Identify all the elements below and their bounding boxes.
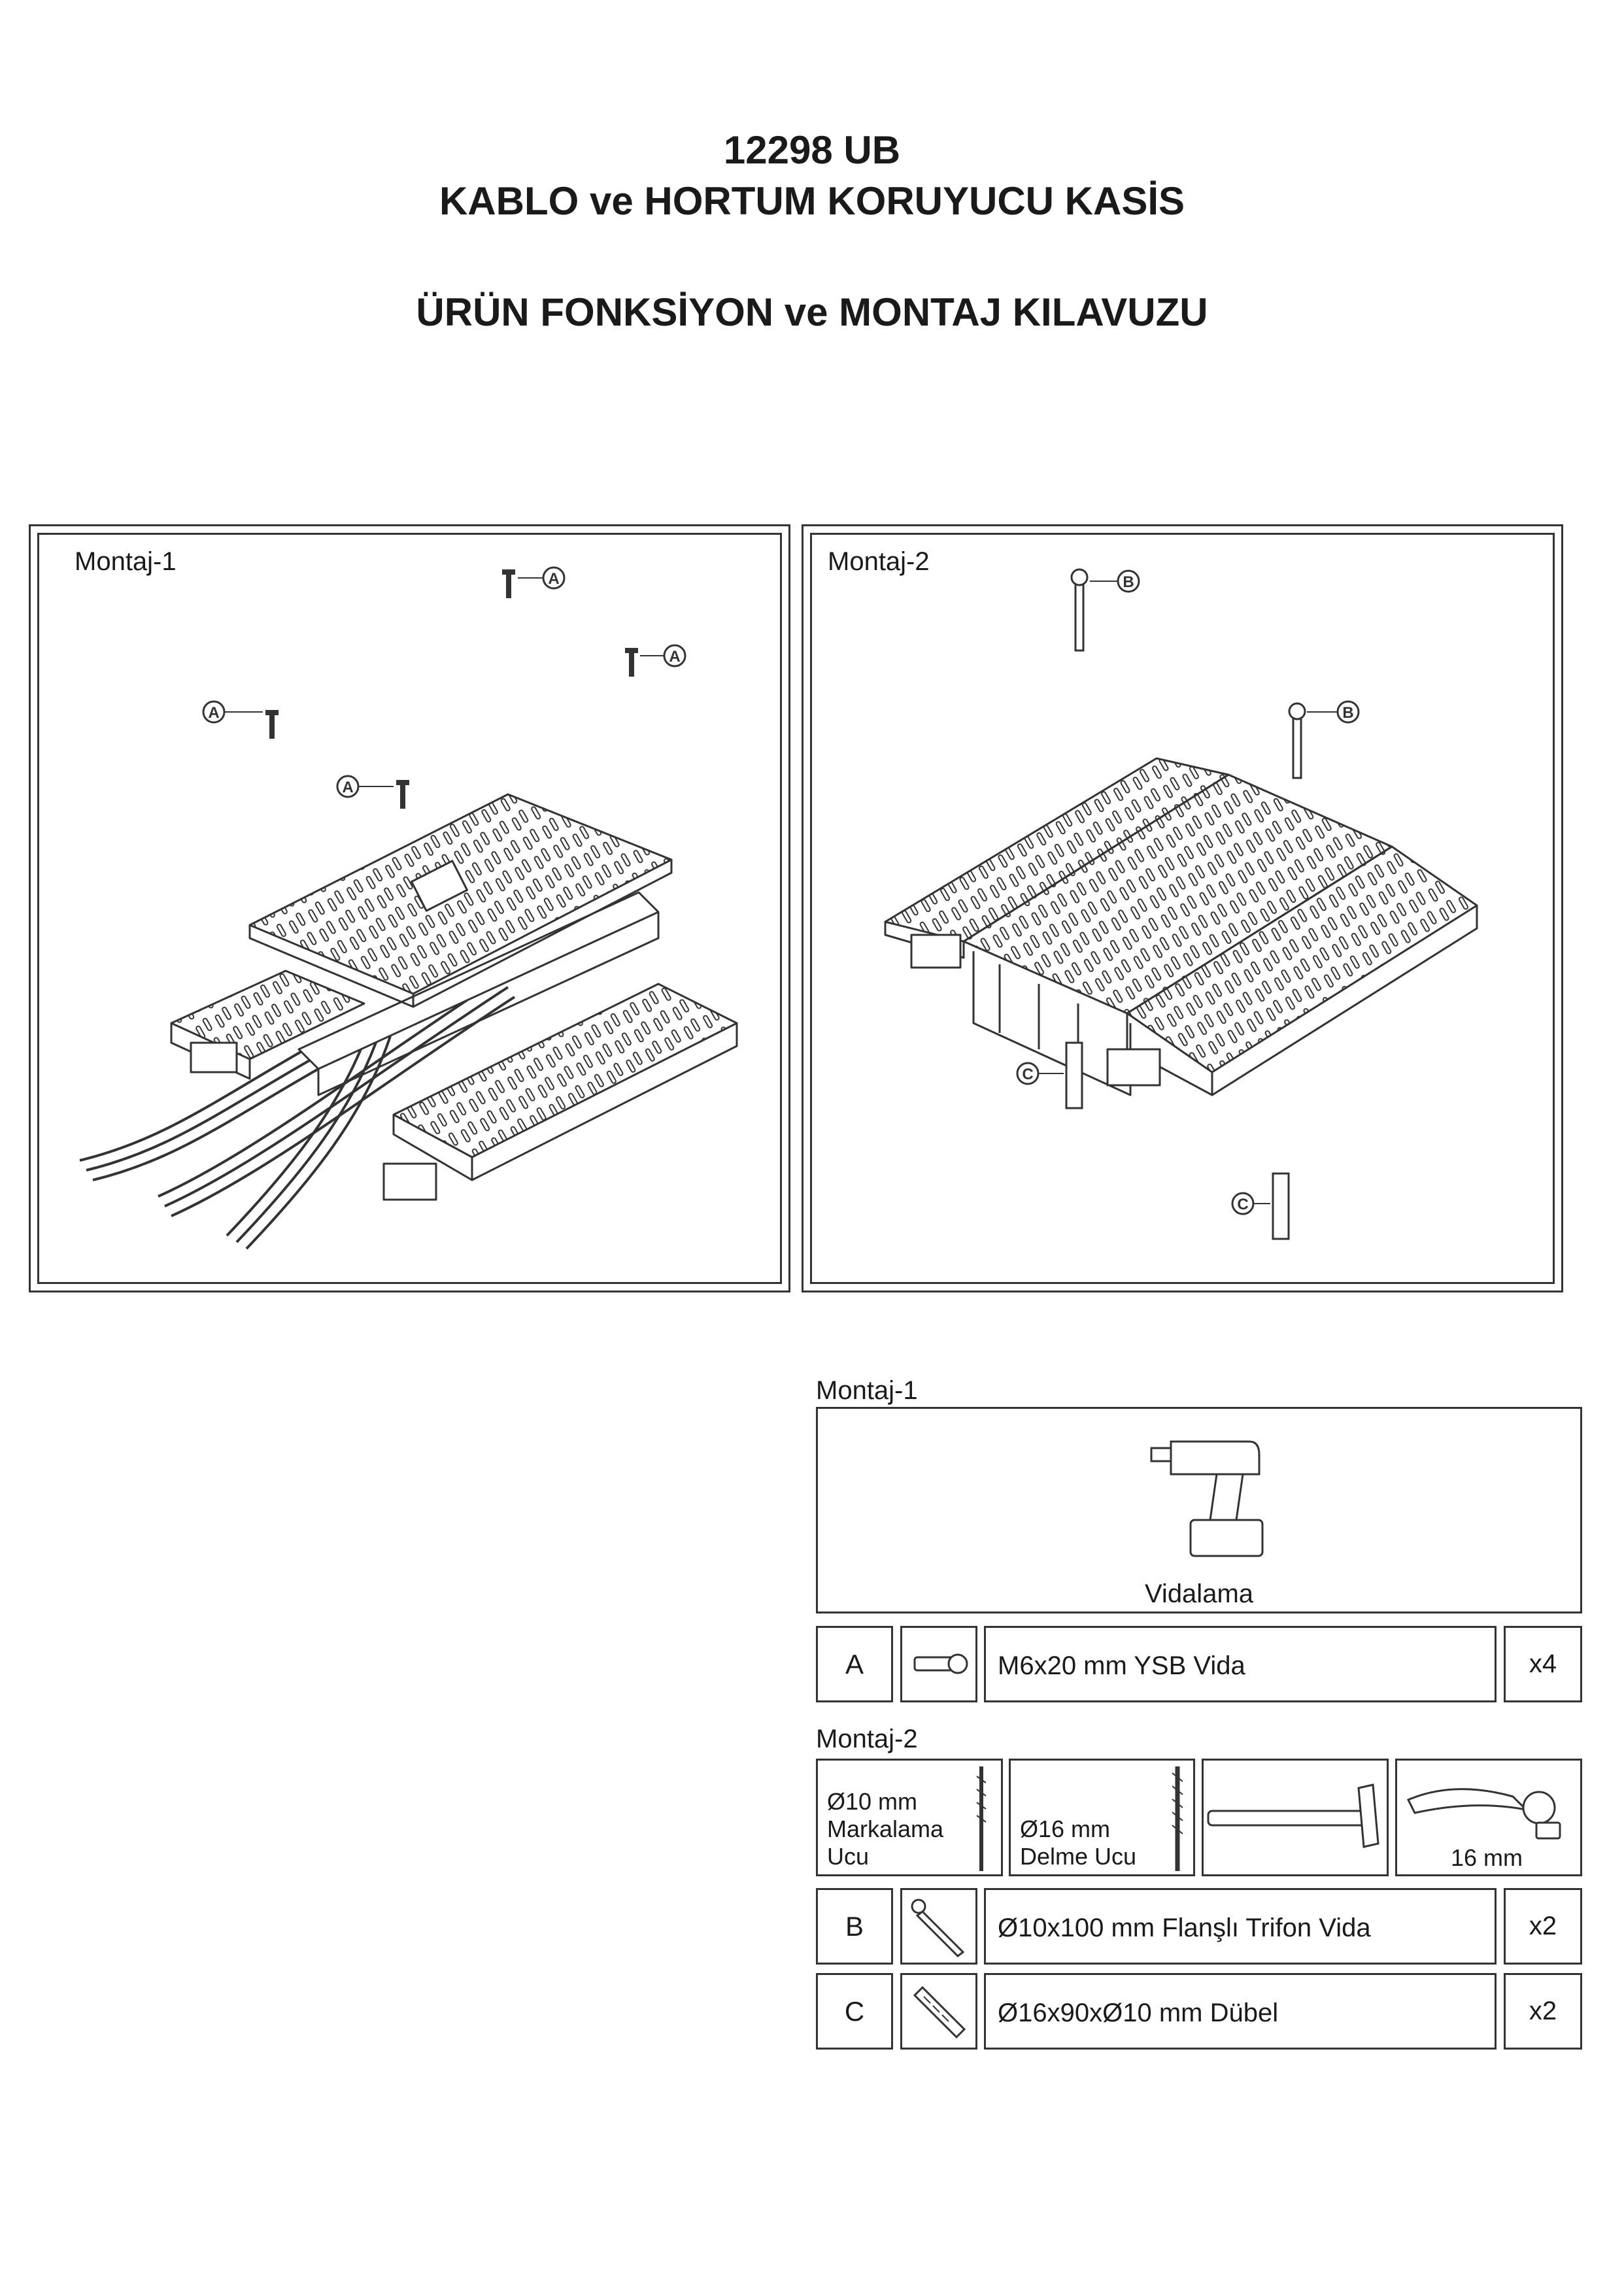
tools-montaj-2-label: Montaj-2: [816, 1725, 918, 1753]
hammer-icon: [1207, 1783, 1379, 1848]
svg-text:B: B: [1123, 573, 1134, 591]
svg-text:A: A: [548, 570, 559, 588]
part-b-icon-box: [900, 1888, 977, 1965]
montaj-1-illustration: A A A A: [79, 566, 738, 1250]
product-name: KABLO ve HORTUM KORUYUCU KASİS: [439, 179, 1185, 223]
svg-text:C: C: [1022, 1066, 1033, 1083]
part-a-name: M6x20 mm YSB Vida: [998, 1651, 1245, 1680]
part-b-letter: B: [816, 1888, 893, 1965]
montaj-1-diagram: Montaj-1: [29, 524, 790, 1292]
svg-text:C: C: [1237, 1196, 1248, 1213]
montaj-1-label: Montaj-1: [75, 547, 177, 576]
tools-montaj-1-label: Montaj-1: [816, 1376, 918, 1405]
part-a-icon-box: [900, 1626, 977, 1702]
svg-text:A: A: [342, 779, 353, 796]
ratchet-wrench-icon: [1406, 1788, 1561, 1840]
svg-text:B: B: [1342, 704, 1353, 722]
marking-bit-icon: [976, 1766, 987, 1871]
montaj-2-label: Montaj-2: [828, 547, 930, 576]
wrench-size: 16 mm: [1451, 1844, 1523, 1871]
svg-text:A: A: [669, 648, 680, 666]
marking-bit-line-2: Markalama: [827, 1815, 944, 1842]
screw-b-icon: [911, 1899, 965, 1957]
part-a-qty: x4: [1504, 1626, 1582, 1702]
montaj-2-diagram: Montaj-2: [802, 524, 1563, 1292]
drill-caption: Vidalama: [1144, 1579, 1254, 1608]
marking-bit-line-3: Ucu: [827, 1843, 870, 1870]
tool-drill-box: Vidalama: [816, 1407, 1582, 1613]
part-c-icon-box: [900, 1973, 977, 2050]
marking-bit-line-1: Ø10 mm: [827, 1788, 918, 1815]
part-c-qty: x2: [1504, 1973, 1582, 2050]
marking-bit-box: Ø10 mm Markalama Ucu: [816, 1759, 1003, 1876]
part-a-name-box: M6x20 mm YSB Vida: [984, 1626, 1497, 1702]
part-c-name-box: Ø16x90xØ10 mm Dübel: [984, 1973, 1497, 2050]
drill-icon: [1150, 1440, 1264, 1557]
screw-a-icon: [913, 1653, 968, 1674]
hammer-box: [1202, 1759, 1389, 1876]
montaj-2-illustration: B B C C: [884, 568, 1478, 1240]
guide-title: ÜRÜN FONKSİYON ve MONTAJ KILAVUZU: [416, 290, 1208, 334]
dowel-c-icon: [913, 1985, 966, 2039]
drill-bit-line-2: Delme Ucu: [1020, 1843, 1137, 1870]
part-a-letter: A: [816, 1626, 893, 1702]
drill-bit-line-1: Ø16 mm: [1020, 1815, 1111, 1842]
part-c-letter: C: [816, 1973, 893, 2050]
part-b-name: Ø10x100 mm Flanşlı Trifon Vida: [998, 1914, 1371, 1942]
part-b-name-box: Ø10x100 mm Flanşlı Trifon Vida: [984, 1888, 1497, 1965]
drill-bit-box: Ø16 mm Delme Ucu: [1009, 1759, 1195, 1876]
svg-text:A: A: [208, 704, 219, 722]
part-c-name: Ø16x90xØ10 mm Dübel: [998, 1999, 1279, 2027]
drill-bit-icon: [1172, 1766, 1183, 1871]
product-code: 12298 UB: [723, 128, 901, 172]
wrench-box: 16 mm: [1395, 1759, 1582, 1876]
part-b-qty: x2: [1504, 1888, 1582, 1965]
